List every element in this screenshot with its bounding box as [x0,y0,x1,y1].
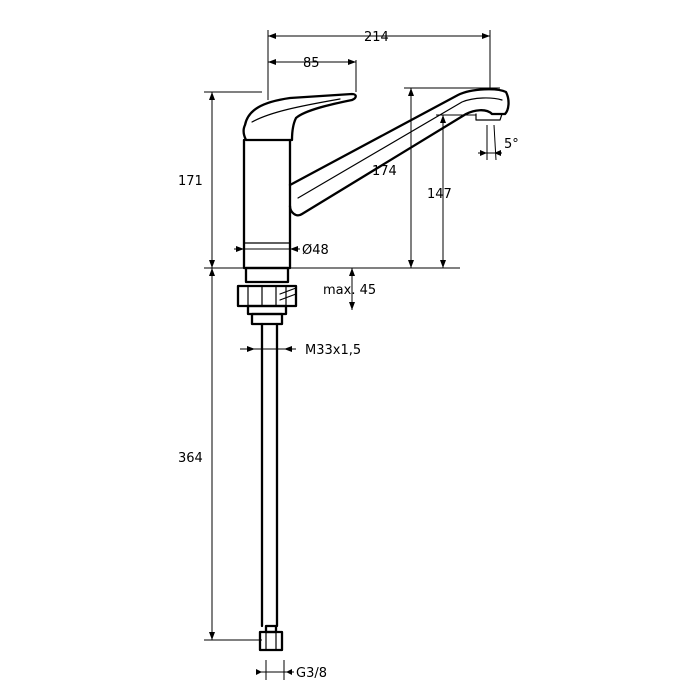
label-174: 174 [372,164,397,179]
dim-angle-5 [478,124,502,161]
dim-171 [209,92,215,268]
label-214: 214 [364,30,389,45]
label-147: 147 [427,187,452,202]
spout [288,88,510,217]
dim-174 [408,88,414,268]
label-5-degree: 5° [504,137,519,152]
dim-214 [268,33,490,39]
label-max45: max. 45 [323,283,376,298]
dim-85 [268,59,356,65]
label-364: 364 [178,451,203,466]
dim-max45 [349,268,355,310]
mounting-nut [236,266,298,326]
hose [260,322,279,628]
dim-g38 [256,660,294,680]
dim-m33 [240,346,296,352]
bottom-connector [258,624,284,652]
lever-handle [242,92,357,142]
label-g38: G3/8 [296,666,327,681]
label-m33: M33x1,5 [305,343,361,358]
label-diameter-48: Ø48 [302,243,329,258]
dim-364 [209,268,215,640]
label-85: 85 [303,56,320,71]
dim-147 [440,115,446,268]
label-171: 171 [178,174,203,189]
